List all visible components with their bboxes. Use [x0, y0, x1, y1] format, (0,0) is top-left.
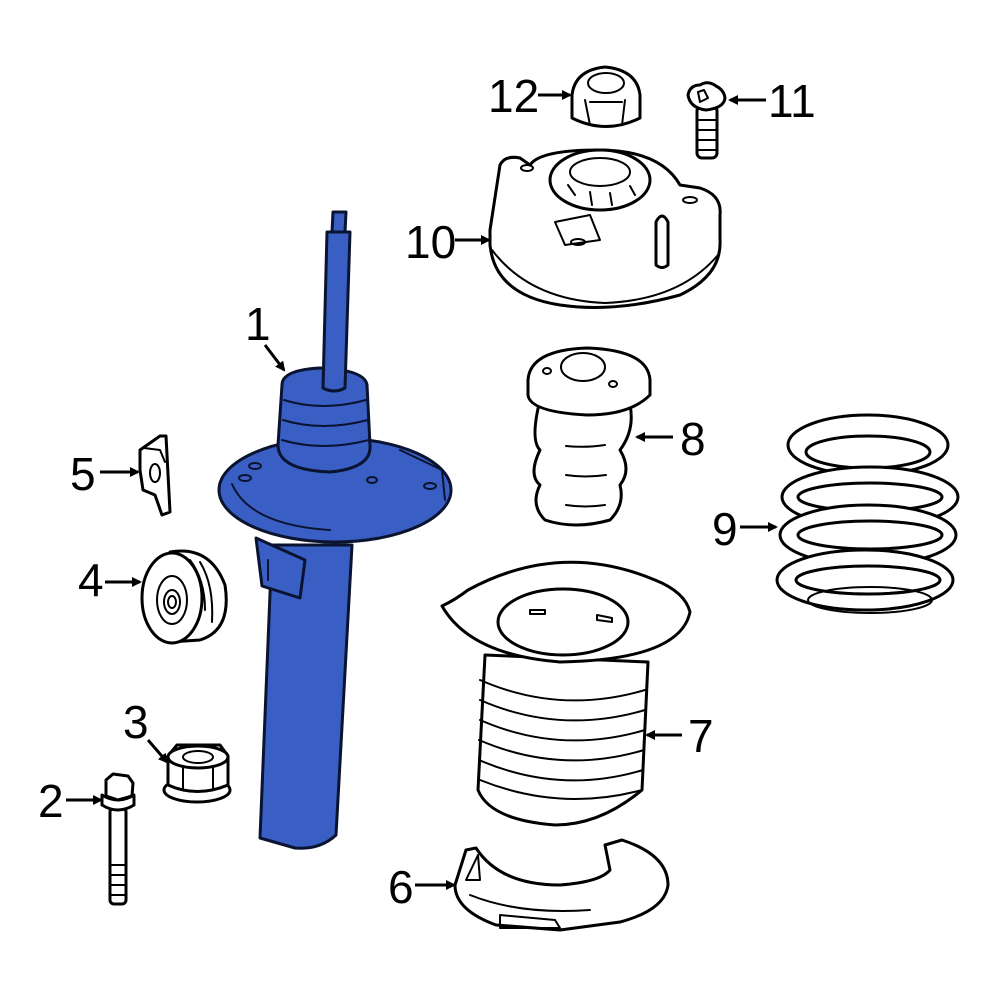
svg-text:9: 9: [712, 503, 738, 555]
callout-6: 6: [388, 861, 456, 913]
callout-11: 11: [728, 75, 816, 127]
part-3-nut[interactable]: [162, 743, 232, 804]
part-2-bolt[interactable]: [100, 772, 136, 906]
part-6-lower-spring-seat[interactable]: [453, 838, 670, 932]
svg-text:3: 3: [123, 696, 149, 748]
svg-text:4: 4: [78, 554, 104, 606]
part-1-strut[interactable]: [217, 210, 453, 850]
callout-12: 12: [488, 70, 572, 122]
callout-3: 3: [123, 696, 169, 764]
part-5-bracket[interactable]: [138, 434, 172, 517]
callout-10: 10: [405, 216, 491, 268]
svg-text:11: 11: [768, 75, 816, 127]
part-12-mount-nut[interactable]: [570, 65, 642, 128]
svg-text:8: 8: [680, 413, 706, 465]
callout-9: 9: [712, 503, 778, 555]
callout-7: 7: [645, 710, 714, 762]
part-10-strut-mount[interactable]: [488, 148, 722, 309]
callout-4: 4: [78, 554, 142, 606]
svg-text:2: 2: [38, 775, 64, 827]
svg-text:6: 6: [388, 861, 414, 913]
part-11-mount-bolt[interactable]: [686, 81, 727, 160]
callout-8: 8: [635, 413, 706, 465]
callout-5: 5: [70, 448, 140, 500]
svg-text:12: 12: [488, 70, 539, 122]
svg-text:10: 10: [405, 216, 456, 268]
callout-2: 2: [38, 775, 103, 827]
svg-text:7: 7: [688, 710, 714, 762]
part-9-coil-spring[interactable]: [775, 413, 960, 614]
callout-1: 1: [245, 298, 286, 372]
part-4-bushing[interactable]: [140, 549, 228, 645]
svg-text:1: 1: [245, 298, 271, 350]
part-8-bump-stop[interactable]: [526, 346, 652, 527]
part-7-dust-boot[interactable]: [440, 560, 692, 827]
svg-text:5: 5: [70, 448, 96, 500]
